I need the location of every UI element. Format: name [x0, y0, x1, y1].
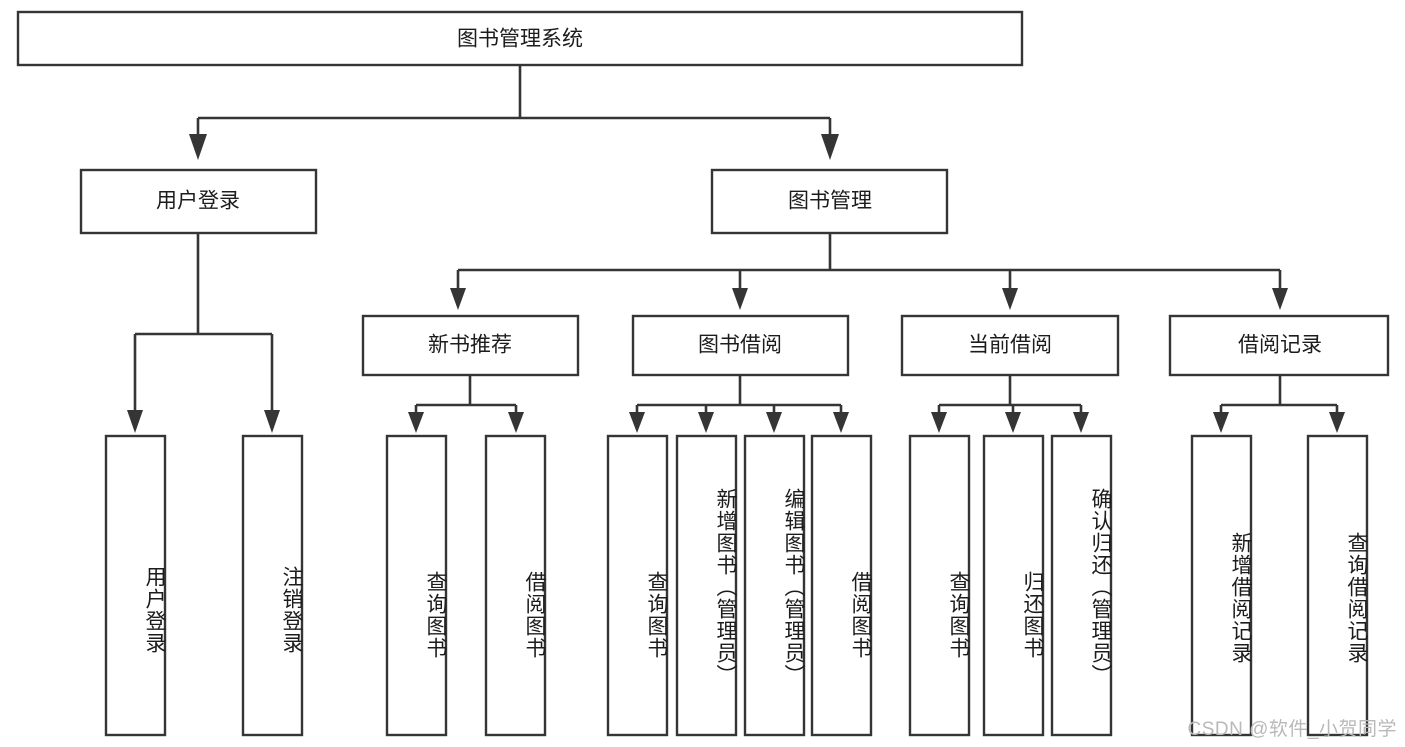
- arrow-bookborrow-to-leaf2: [698, 412, 714, 433]
- node-book-borrow-label: 图书借阅: [698, 334, 782, 357]
- node-book-borrow[interactable]: [631, 314, 850, 377]
- node-user-login-label: 用户登录: [156, 190, 240, 213]
- arrow-currentborrow-to-leaf1: [931, 412, 947, 433]
- node-leaf-query-book-1[interactable]: [385, 434, 448, 737]
- node-leaf-return-book[interactable]: [982, 434, 1045, 737]
- leaf-label-edit-book: 编辑图书（管理员）: [782, 488, 805, 686]
- node-book-manage-label: 图书管理: [788, 190, 872, 213]
- leaf-label-user-login: 用户登录: [143, 566, 166, 654]
- watermark: CSDN @软件_小贺同学: [1187, 719, 1397, 740]
- node-current-borrow[interactable]: [900, 314, 1120, 377]
- arrow-bookmanage-to-currentborrow: [1002, 288, 1018, 310]
- arrow-bookborrow-to-leaf4: [833, 412, 849, 433]
- leaf-label-query-book-3: 查询图书: [947, 571, 970, 659]
- arrow-userlogin-to-leaf1: [127, 410, 143, 433]
- leaf-label-query-book-1: 查询图书: [424, 571, 447, 659]
- arrow-bookborrow-to-leaf1: [629, 412, 645, 433]
- leaf-label-confirm-return: 确认归还（管理员）: [1089, 488, 1112, 686]
- node-user-login[interactable]: [79, 168, 318, 235]
- arrow-currentborrow-to-leaf3: [1073, 412, 1089, 433]
- arrow-bookmanage-to-bookborrow: [732, 288, 748, 310]
- node-leaf-confirm-return[interactable]: [1050, 434, 1113, 737]
- arrow-bookborrow-to-leaf3: [766, 412, 782, 433]
- arrow-newbook-to-leaf1: [408, 412, 424, 433]
- arrow-newbook-to-leaf2: [508, 412, 524, 433]
- node-book-manage[interactable]: [710, 168, 949, 235]
- leaf-label-return-book: 归还图书: [1021, 571, 1044, 659]
- node-borrow-record-label: 借阅记录: [1238, 334, 1322, 357]
- arrow-userlogin-to-leaf2: [264, 410, 280, 433]
- node-new-book-rec-label: 新书推荐: [428, 334, 512, 357]
- leaf-label-query-book-2: 查询图书: [645, 571, 668, 659]
- node-leaf-edit-book[interactable]: [743, 434, 806, 737]
- leaf-label-query-record: 查询借阅记录: [1345, 531, 1368, 664]
- leaf-label-logout: 注销登录: [280, 566, 303, 654]
- leaf-label-borrow-book-2: 借阅图书: [849, 571, 872, 659]
- node-leaf-borrow-book-1[interactable]: [484, 434, 547, 737]
- node-leaf-query-book-2[interactable]: [606, 434, 669, 737]
- node-leaf-query-record[interactable]: [1306, 434, 1369, 737]
- node-leaf-borrow-book-2[interactable]: [810, 434, 873, 737]
- leaf-label-borrow-book-1: 借阅图书: [523, 571, 546, 659]
- arrow-currentborrow-to-leaf2: [1005, 412, 1021, 433]
- node-new-book-rec[interactable]: [361, 314, 580, 377]
- connector-layer: [127, 65, 1345, 433]
- node-leaf-logout[interactable]: [241, 434, 304, 737]
- leaf-label-add-record: 新增借阅记录: [1229, 531, 1252, 664]
- node-leaf-user-login[interactable]: [104, 434, 167, 737]
- arrow-bookmanage-to-newbook: [450, 288, 466, 310]
- node-borrow-record[interactable]: [1168, 314, 1390, 377]
- arrow-bookmanage-to-borrowrecord: [1272, 288, 1288, 310]
- arrow-borrowrecord-to-leaf2: [1329, 412, 1345, 433]
- node-root[interactable]: [16, 10, 1024, 67]
- arrow-root-to-book-manage: [821, 134, 839, 160]
- node-leaf-add-record[interactable]: [1190, 434, 1253, 737]
- node-root-label: 图书管理系统: [457, 28, 583, 51]
- node-leaf-add-book[interactable]: [675, 434, 738, 737]
- arrow-root-to-user-login: [189, 134, 207, 160]
- arrow-borrowrecord-to-leaf1: [1213, 412, 1229, 433]
- node-layer: 图书管理系统 用户登录 图书管理 新书推荐 图书借阅 当前借阅 借阅记录: [16, 10, 1390, 737]
- node-current-borrow-label: 当前借阅: [968, 334, 1052, 357]
- leaf-label-add-book: 新增图书（管理员）: [714, 488, 737, 686]
- node-leaf-query-book-3[interactable]: [908, 434, 971, 737]
